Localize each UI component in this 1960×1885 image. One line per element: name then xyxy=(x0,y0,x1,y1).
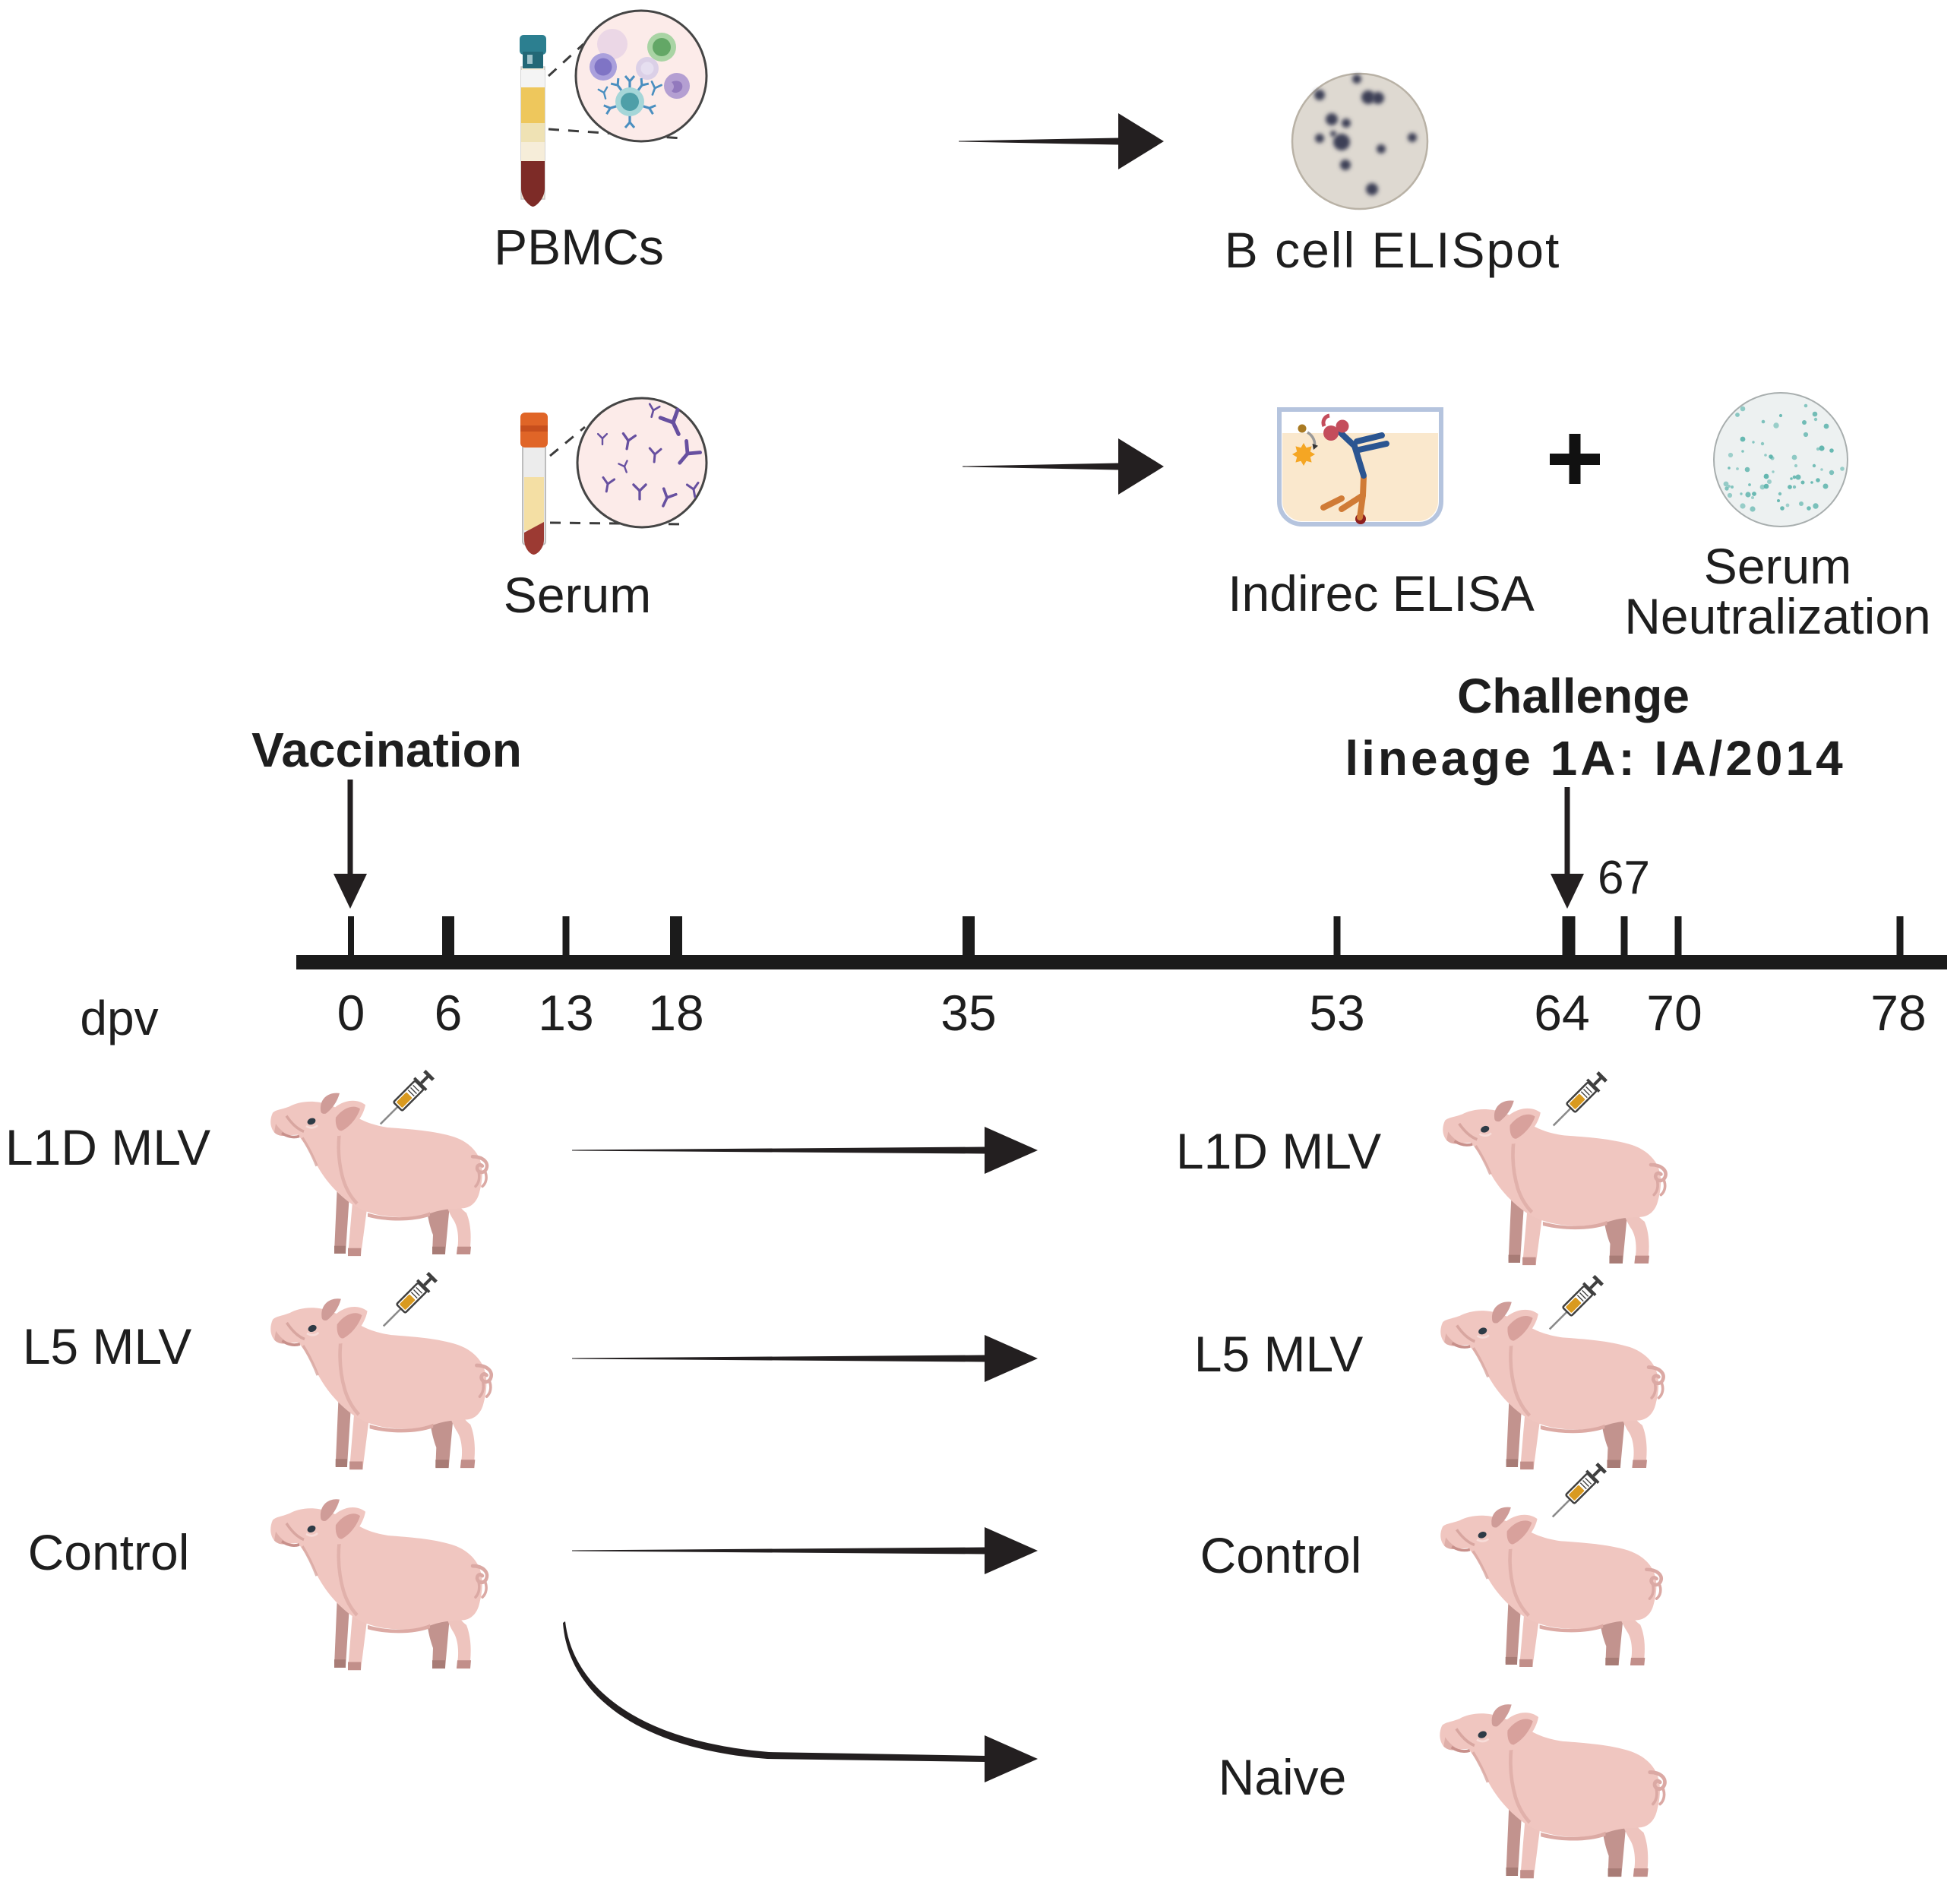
svg-text:6: 6 xyxy=(435,985,463,1041)
svg-text:L5 MLV: L5 MLV xyxy=(1194,1326,1364,1382)
svg-text:13: 13 xyxy=(538,985,593,1041)
svg-text:0: 0 xyxy=(337,985,365,1041)
svg-text:Serum: Serum xyxy=(504,567,651,623)
svg-text:B cell ELISpot: B cell ELISpot xyxy=(1225,222,1561,278)
svg-text:18: 18 xyxy=(648,985,703,1041)
svg-text:Control: Control xyxy=(1200,1527,1362,1583)
svg-text:lineage 1A: IA/2014: lineage 1A: IA/2014 xyxy=(1345,731,1845,786)
svg-text:78: 78 xyxy=(1870,985,1926,1041)
svg-text:70: 70 xyxy=(1646,985,1702,1041)
svg-text:Neutralization: Neutralization xyxy=(1624,588,1931,644)
svg-text:67: 67 xyxy=(1598,852,1650,904)
svg-text:Naive: Naive xyxy=(1219,1749,1347,1805)
svg-text:35: 35 xyxy=(940,985,996,1041)
svg-text:PBMCs: PBMCs xyxy=(494,219,664,275)
svg-text:L1D MLV: L1D MLV xyxy=(5,1119,210,1175)
svg-text:Control: Control xyxy=(28,1524,190,1580)
svg-text:L1D MLV: L1D MLV xyxy=(1176,1123,1381,1179)
svg-text:dpv: dpv xyxy=(80,991,158,1045)
svg-text:Challenge: Challenge xyxy=(1457,669,1690,723)
svg-text:64: 64 xyxy=(1534,985,1589,1041)
svg-text:Vaccination: Vaccination xyxy=(251,723,522,777)
svg-text:Serum: Serum xyxy=(1704,538,1851,594)
svg-text:L5 MLV: L5 MLV xyxy=(23,1318,192,1374)
svg-text:53: 53 xyxy=(1309,985,1364,1041)
svg-text:Indirec ELISA: Indirec ELISA xyxy=(1228,565,1535,621)
